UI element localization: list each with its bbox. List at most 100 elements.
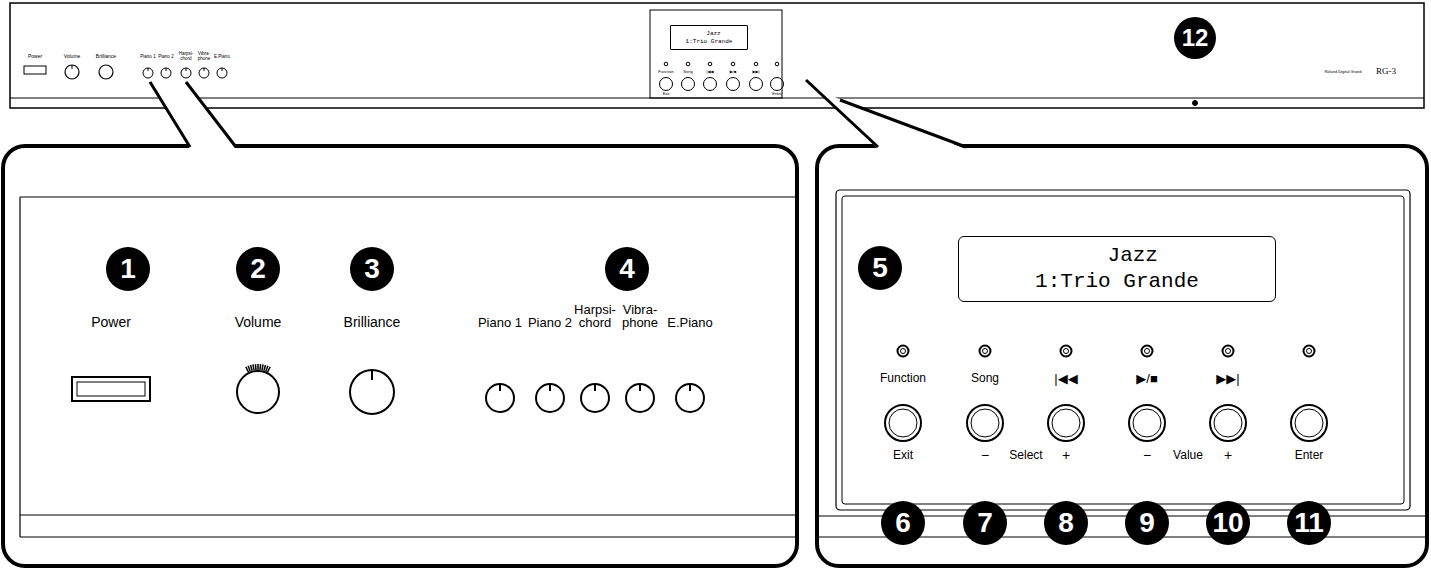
panel-button-inner [1295, 409, 1323, 437]
part-label: Piano 2 [158, 55, 173, 60]
zoom-outline [3, 146, 797, 566]
part-label: Brilliance [96, 54, 116, 59]
display-frame [836, 190, 1410, 510]
indicator-led [1223, 346, 1234, 357]
part-label: Piano 2 [528, 316, 572, 329]
scale-tick [251, 365, 253, 371]
callout-number: 10 [1206, 501, 1250, 545]
panel-edge [19, 197, 20, 537]
indicator-led [1304, 346, 1315, 357]
tone-button [217, 68, 227, 78]
knob-pointer [72, 65, 73, 69]
callout-number: 9 [1125, 501, 1169, 545]
part-label: |◀◀ [1054, 372, 1077, 385]
indicator-led-inner [983, 349, 988, 354]
panel-edge [20, 196, 795, 197]
scale-tick [257, 364, 259, 370]
display-text: Jazz [1108, 243, 1158, 269]
button-pointer [594, 384, 596, 391]
indicator-led [898, 346, 909, 357]
panel-button [750, 78, 763, 91]
panel-button [771, 78, 784, 91]
scale-tick [255, 364, 257, 370]
tone-button [181, 68, 191, 78]
callout-number: 11 [1287, 501, 1331, 545]
part-label: |◀◀ [706, 70, 713, 74]
part-label: E.Piano [667, 316, 713, 329]
indicator-led [980, 346, 991, 357]
tone-button [626, 384, 654, 412]
part-label: RG-3 [1376, 67, 1396, 76]
tone-button [199, 68, 209, 78]
part-label: ▶▶| [752, 70, 759, 74]
lcd-display: Jazz1:Trio Grande [958, 236, 1276, 301]
panel-button-inner [1052, 409, 1080, 437]
tone-button [536, 384, 564, 412]
part-label: Volume [64, 54, 81, 59]
part-label: Brilliance [344, 315, 401, 329]
indicator-led-inner [1064, 349, 1069, 354]
zoom-pointer-fill [806, 80, 966, 149]
display-frame [650, 10, 782, 98]
part-label: + [1062, 448, 1070, 462]
panel-button [885, 405, 921, 441]
indicator-led [708, 62, 712, 66]
volume-scale [246, 364, 270, 372]
part-label: ▶/■ [1136, 372, 1157, 385]
sensor-dot [1193, 101, 1198, 106]
button-pointer [499, 384, 501, 391]
panel-edge [20, 536, 795, 537]
scale-tick [268, 367, 271, 372]
volume-knob [237, 371, 279, 413]
indicator-led [686, 62, 690, 66]
knob-pointer [371, 371, 373, 380]
callout-number: 3 [350, 247, 394, 291]
callout-number: 12 [1174, 17, 1216, 59]
part-label: Function [658, 70, 673, 74]
part-label: − [1143, 448, 1151, 462]
tone-button [143, 68, 153, 78]
left-zoom [3, 146, 797, 566]
display-frame-inner [842, 196, 1404, 504]
display-text: 1:Trio Grande [686, 38, 733, 46]
indicator-led [775, 62, 779, 66]
part-label: Volume [235, 315, 282, 329]
panel-button-inner [889, 409, 917, 437]
scale-tick [253, 364, 254, 370]
panel-button-inner [971, 409, 999, 437]
part-label: Power [28, 54, 42, 59]
scale-tick [248, 366, 250, 372]
indicator-led [754, 62, 758, 66]
button-pointer [689, 384, 691, 391]
strip-outline [10, 3, 1424, 108]
callout-number: 8 [1044, 501, 1088, 545]
part-label: Song [971, 372, 999, 384]
button-pointer [186, 68, 187, 71]
panel-button [1129, 405, 1165, 441]
right-zoom [817, 146, 1427, 566]
panel-button [727, 78, 740, 91]
scale-tick [262, 364, 263, 370]
part-label: Function [880, 372, 926, 384]
part-label: + [1224, 448, 1232, 462]
display-buttons-small [660, 62, 784, 90]
callout-number: 1 [106, 247, 150, 291]
callout-number: 6 [881, 501, 925, 545]
indicator-led [1061, 346, 1072, 357]
zoom-pointer [150, 82, 236, 147]
tone-buttons-small [143, 68, 227, 78]
zoom-outline [817, 146, 1427, 566]
tone-button [486, 384, 514, 412]
callout-number: 2 [236, 247, 280, 291]
panel-button [660, 78, 673, 91]
panel-button-inner [1214, 409, 1242, 437]
button-pointer [166, 68, 167, 71]
display-buttons [885, 346, 1327, 442]
indicator-led [731, 62, 735, 66]
power-switch [72, 377, 150, 401]
part-label: Enter [772, 92, 782, 96]
panel-button [682, 78, 695, 91]
part-label: Roland Digital Grand [1324, 70, 1361, 74]
part-label: Exit [893, 449, 913, 461]
